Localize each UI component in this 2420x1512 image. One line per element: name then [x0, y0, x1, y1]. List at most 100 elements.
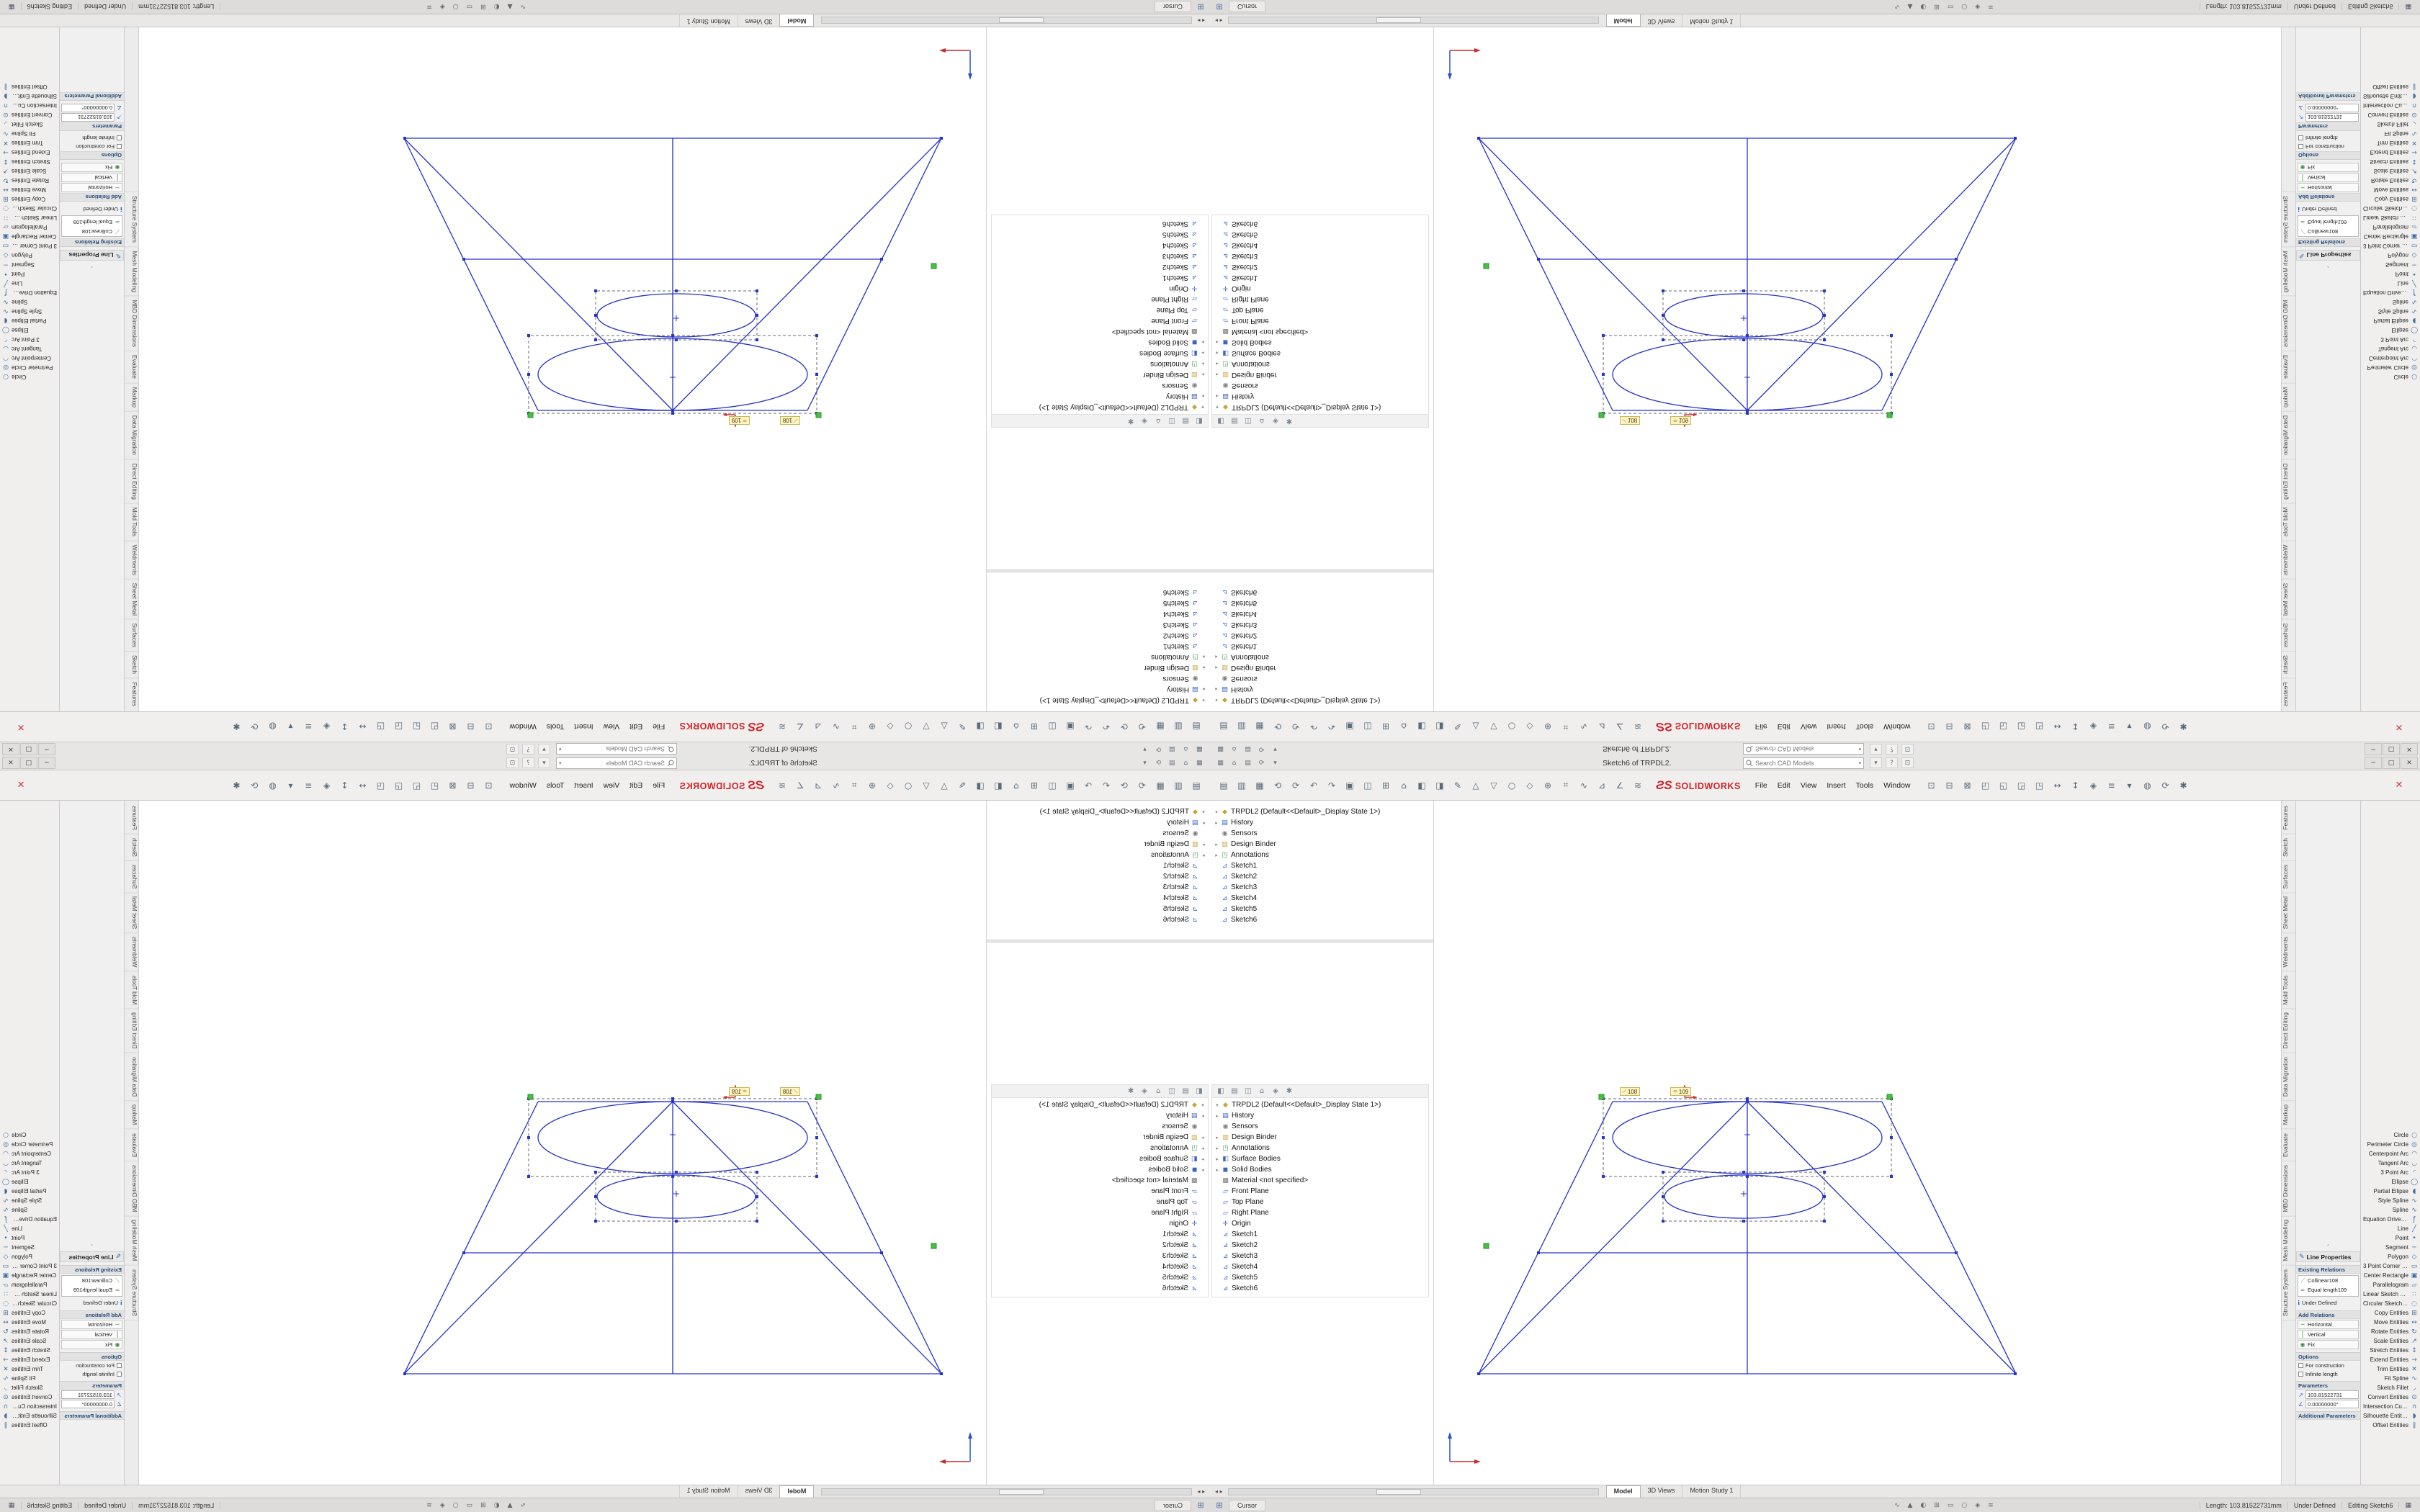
toolbar-icon[interactable]: ▾	[288, 721, 293, 732]
relation-item[interactable]: ⟋ Collinear108	[62, 1276, 122, 1285]
exit-sketch-icon[interactable]: ✕	[17, 780, 25, 791]
toolbar-icon[interactable]: ◇	[1526, 721, 1533, 732]
section-options[interactable]: Options	[2296, 151, 2360, 160]
tray-icon[interactable]: ⊞	[1934, 3, 1940, 11]
tray-icon[interactable]: ▲	[507, 1501, 513, 1509]
tree-item[interactable]: ▱ Right Plane	[1214, 1207, 1428, 1218]
tree-item[interactable]: ⊿ Sketch6	[988, 914, 1207, 925]
command-tab[interactable]: Data Migration	[2282, 1053, 2295, 1102]
sketch-tool[interactable]: Linear Sketch Pattern ∷	[2361, 1290, 2420, 1299]
command-tab[interactable]: Mold Tools	[125, 503, 139, 541]
sketch-tool[interactable]: Center Rectangle ▣	[0, 1271, 59, 1280]
start-button[interactable]: ⊞	[1197, 2, 1204, 12]
option-checkbox[interactable]: For construction	[60, 1361, 124, 1369]
tree-item[interactable]: ▱ Top Plane	[992, 305, 1206, 315]
sketch-tool[interactable]: Convert Entities ⊙	[2361, 110, 2420, 120]
toolbar-icon[interactable]: ◳	[2035, 780, 2044, 791]
toolbar-icon[interactable]: ✎	[958, 780, 967, 791]
command-tab[interactable]: MBD Dimensions	[125, 1161, 139, 1217]
section-existing-relations[interactable]: Existing Relations	[2296, 238, 2360, 247]
toolbar-icon[interactable]: ∠	[796, 780, 805, 791]
toolbar-icon[interactable]: ◫	[1048, 721, 1057, 732]
toolbar-icon[interactable]: ⟳	[2161, 780, 2169, 791]
sketch-tool[interactable]: Extend Entities →	[0, 148, 59, 157]
toolbar-icon[interactable]: ∠	[796, 721, 805, 732]
tree-tab-icon[interactable]: ✱	[1286, 1087, 1293, 1095]
section-options[interactable]: Options	[2296, 1352, 2360, 1361]
tray-icon[interactable]: ▭	[1947, 3, 1954, 11]
add-relation-button[interactable]: ◉ Fix	[2298, 163, 2359, 172]
command-tab[interactable]: Mold Tools	[2282, 971, 2295, 1009]
sketch-tool[interactable]: Sketch Fillet ◞	[0, 120, 59, 129]
titlebar-tool-icon[interactable]: ⊡	[506, 757, 519, 768]
relation-item[interactable]: ⟋ Collinear108	[2298, 1276, 2358, 1285]
expand-arrow-icon[interactable]: ▾	[1215, 809, 1218, 815]
toolbar-icon[interactable]: ▽	[1490, 780, 1497, 791]
menu-item[interactable]: File	[653, 722, 666, 732]
window-control-button[interactable]: □	[20, 757, 37, 769]
add-relation-button[interactable]: │ Vertical	[2298, 173, 2359, 182]
sketch-tool[interactable]: 3 Point Corner Rectangle ▭	[2361, 1261, 2420, 1271]
tree-item[interactable]: ▸ ◳ Annotations	[988, 850, 1207, 860]
document-tab[interactable]: 3D Views	[737, 1485, 780, 1498]
relation-item[interactable]: = Equal length109	[2298, 1285, 2358, 1295]
sketch-tool[interactable]: Spline ∿	[0, 1205, 59, 1215]
toolbar-icon[interactable]: ◰	[1981, 721, 1990, 732]
sketch-tool[interactable]: Centerpoint Arc ◠	[2361, 354, 2420, 363]
tray-icon[interactable]: ◐	[493, 3, 500, 11]
toolbar-icon[interactable]: ⊟	[467, 721, 475, 732]
panel-collapse-icon[interactable]: ˄	[90, 262, 94, 268]
tray-icon[interactable]: ≡	[1988, 3, 1994, 11]
command-tab[interactable]: Structure System	[125, 191, 139, 247]
tray-icon[interactable]: ≡	[426, 3, 432, 11]
document-tab[interactable]: Motion Study 1	[678, 14, 738, 27]
sketch-tool[interactable]: 3 Point Corner Rectangle ▭	[0, 1261, 59, 1271]
add-relation-button[interactable]: ◉ Fix	[61, 163, 122, 172]
toolbar-icon[interactable]: △	[941, 780, 948, 791]
menu-item[interactable]: Insert	[1827, 722, 1846, 732]
sketch-tool[interactable]: Equation Driven Curve ƒ	[2361, 1215, 2420, 1224]
sketch-tool[interactable]: Style Spline ∿	[2361, 307, 2420, 316]
add-relation-button[interactable]: ◉ Fix	[2298, 1340, 2359, 1349]
command-tab[interactable]: Evaluate	[125, 351, 139, 383]
sketch-tool[interactable]: 3 Point Corner Rectangle ▭	[2361, 241, 2420, 251]
toolbar-icon[interactable]: ⌂	[1013, 780, 1019, 791]
toolbar-icon[interactable]: ⌗	[851, 780, 857, 790]
option-checkbox[interactable]: Infinite length	[2296, 1369, 2360, 1378]
toolbar-icon[interactable]: ◍	[269, 721, 277, 732]
sketch-tool[interactable]: Perimeter Circle ◎	[2361, 1140, 2420, 1149]
tree-item[interactable]: ⊿ Sketch2	[988, 630, 1207, 641]
toolbar-icon[interactable]: ⊕	[868, 721, 877, 732]
toolbar-icon[interactable]: ↷	[1327, 780, 1336, 791]
command-tab[interactable]: Evaluate	[2281, 351, 2295, 383]
sketch-tool[interactable]: Ellipse ◯	[2361, 325, 2420, 335]
graphics-area[interactable]: ⟋ 108 = 109	[139, 801, 986, 1485]
tray-icon[interactable]: ▭	[1947, 1501, 1954, 1509]
toolbar-icon[interactable]: ◧	[1417, 721, 1426, 732]
window-control-button[interactable]: ─	[38, 743, 55, 755]
add-relation-button[interactable]: ─ Horizontal	[2298, 1320, 2359, 1329]
sketch-tool[interactable]: Copy Entities ⊞	[2361, 1308, 2420, 1318]
expand-arrow-icon[interactable]: ▸	[1216, 1112, 1219, 1119]
toolbar-icon[interactable]: ✱	[233, 721, 241, 732]
tree-item[interactable]: ⊿ Sketch3	[992, 1251, 1206, 1261]
window-control-button[interactable]: ✕	[2401, 757, 2418, 769]
sketch-canvas[interactable]	[1434, 801, 2281, 1485]
sketch-tool[interactable]: Trim Entities ✕	[0, 138, 59, 148]
tray-icon[interactable]: ◈	[1975, 3, 1981, 11]
command-tab[interactable]: Data Migration	[125, 1053, 139, 1102]
toolbar-icon[interactable]: ⌗	[1563, 722, 1569, 732]
tab-scroll-arrows[interactable]: ◂ ▸	[1215, 17, 1223, 24]
command-tab[interactable]: Weldments	[2281, 540, 2295, 579]
section-parameters[interactable]: Parameters	[2296, 122, 2360, 131]
document-tab[interactable]: 3D Views	[737, 14, 780, 27]
section-parameters[interactable]: Parameters	[60, 122, 124, 131]
tree-item[interactable]: ▸ ▥ Design Binder	[1214, 1132, 1428, 1143]
toolbar-icon[interactable]: △	[1472, 721, 1479, 732]
tree-tab-icon[interactable]: ◫	[1168, 1087, 1175, 1095]
toolbar-icon[interactable]: ✱	[2179, 780, 2187, 791]
toolbar-icon[interactable]: ◈	[323, 721, 331, 732]
sketch-tool[interactable]: Segment ─	[2361, 1243, 2420, 1252]
toolbar-icon[interactable]: ◨	[1435, 721, 1444, 732]
expand-arrow-icon[interactable]: ▸	[1201, 1134, 1204, 1140]
